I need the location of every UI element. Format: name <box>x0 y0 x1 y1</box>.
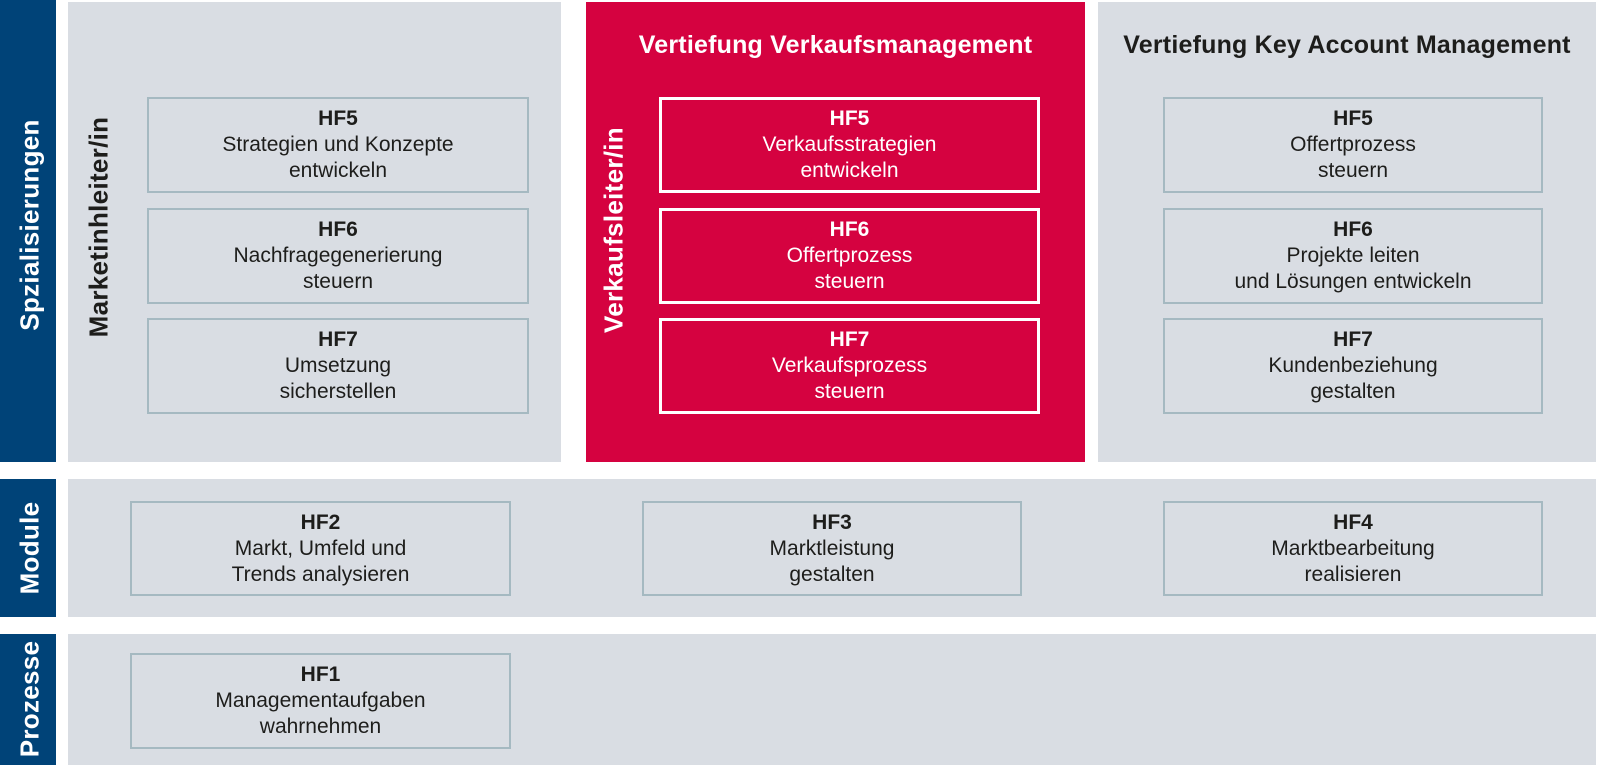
hf4-module-box: HF4 Marktbearbeitung realisieren <box>1163 501 1543 596</box>
hf5-verkauf-box: HF5 Verkaufsstrategien entwickeln <box>659 97 1040 193</box>
hf3-module-box: HF3 Marktleistung gestalten <box>642 501 1022 596</box>
sidebar-band-module <box>0 479 56 617</box>
hf-code: HF7 <box>829 328 870 351</box>
hf-text: Strategien und Konzepte entwickeln <box>222 133 454 182</box>
hf-text: Projekte leiten und Lösungen entwickeln <box>1234 244 1472 293</box>
hf7-verkauf-box: HF7 Verkaufsprozess steuern <box>659 318 1040 414</box>
hf-code: HF4 <box>1333 510 1373 534</box>
hf1-prozess-box: HF1 Managementaufgaben wahrnehmen <box>130 653 511 749</box>
column-header-key-account-management: Vertiefung Key Account Management <box>1123 31 1571 59</box>
vertical-label-marketinhleiter: Marketinhleiter/in <box>83 116 114 338</box>
hf6-marketing-box: HF6 Nachfragegenerierung steuern <box>147 208 529 304</box>
hf-text: Nachfragegenerierung steuern <box>233 244 443 293</box>
hf-code: HF7 <box>1333 328 1373 351</box>
hf-text: Verkaufsstrategien entwickeln <box>762 133 937 182</box>
hf-text: Kundenbeziehung gestalten <box>1268 354 1438 403</box>
hf-code: HF1 <box>300 663 341 686</box>
vertical-label-verkaufsleiter: Verkaufsleiter/in <box>598 127 629 333</box>
hf6-kam-box: HF6 Projekte leiten und Lösungen entwick… <box>1163 208 1543 304</box>
hf-code: HF5 <box>829 107 870 130</box>
row-label-spezialisierungen: Spzialisierungen <box>14 119 45 331</box>
hf5-marketing-box: HF5 Strategien und Konzepte entwickeln <box>147 97 529 193</box>
hf-text: Marktbearbeitung realisieren <box>1271 536 1435 586</box>
hf-code: HF2 <box>300 510 341 534</box>
hf6-verkauf-box: HF6 Offertprozess steuern <box>659 208 1040 304</box>
hf-code: HF6 <box>829 218 870 241</box>
hf2-module-box: HF2 Markt, Umfeld und Trends analysieren <box>130 501 511 596</box>
sidebar-band-prozesse <box>0 634 56 765</box>
hf-text: Markt, Umfeld und Trends analysieren <box>231 536 410 586</box>
row-label-module: Module <box>14 501 45 595</box>
hf-code: HF3 <box>812 510 852 534</box>
hf-text: Verkaufsprozess steuern <box>771 354 928 403</box>
hf-text: Offertprozess steuern <box>1290 133 1416 182</box>
hf7-marketing-box: HF7 Umsetzung sicherstellen <box>147 318 529 414</box>
hf-code: HF6 <box>1333 218 1373 241</box>
hf-code: HF5 <box>318 107 358 130</box>
hf-text: Marktleistung gestalten <box>769 536 895 586</box>
hf-code: HF5 <box>1333 107 1373 130</box>
sidebar-band-spezialisierungen <box>0 0 56 462</box>
hf-text: Managementaufgaben wahrnehmen <box>215 689 426 738</box>
column-header-verkaufsmanagement: Vertiefung Verkaufsmanagement <box>638 31 1033 59</box>
row-label-prozesse: Prozesse <box>14 640 45 758</box>
hf7-kam-box: HF7 Kundenbeziehung gestalten <box>1163 318 1543 414</box>
hf-text: Offertprozess steuern <box>786 244 913 293</box>
hf-text: Umsetzung sicherstellen <box>279 354 397 403</box>
hf-code: HF7 <box>318 328 358 351</box>
hf-code: HF6 <box>318 218 358 241</box>
hf5-kam-box: HF5 Offertprozess steuern <box>1163 97 1543 193</box>
